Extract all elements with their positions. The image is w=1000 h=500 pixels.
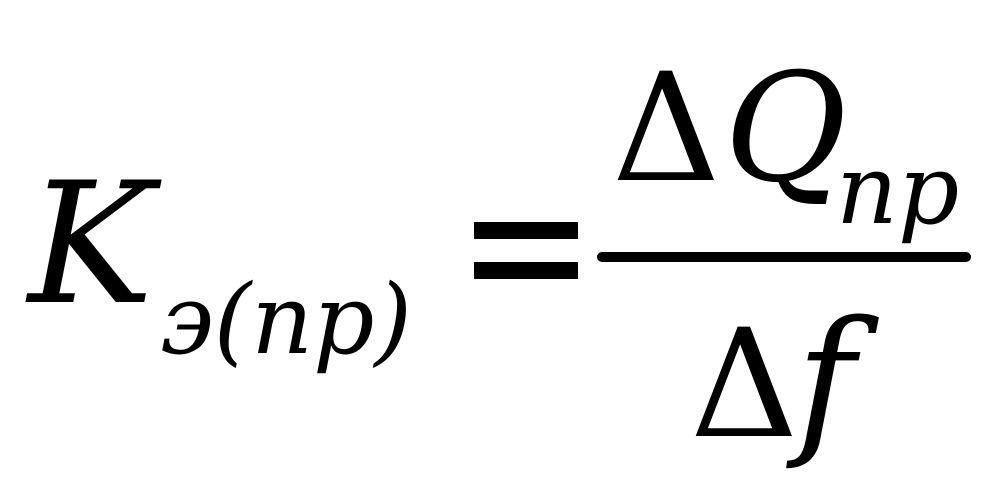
numerator-subscript: np [836,134,960,246]
equals-sign-bottom-bar [474,262,578,279]
denominator-delta: Δ [690,298,799,472]
lhs-subscript: э(np) [160,264,412,376]
equals-sign-top-bar [474,222,578,239]
lhs-symbol: K [28,146,154,342]
numerator-symbol: Q [724,42,847,216]
fraction-bar [597,252,971,262]
numerator-delta: Δ [612,42,721,216]
denominator-symbol: f [796,286,856,473]
